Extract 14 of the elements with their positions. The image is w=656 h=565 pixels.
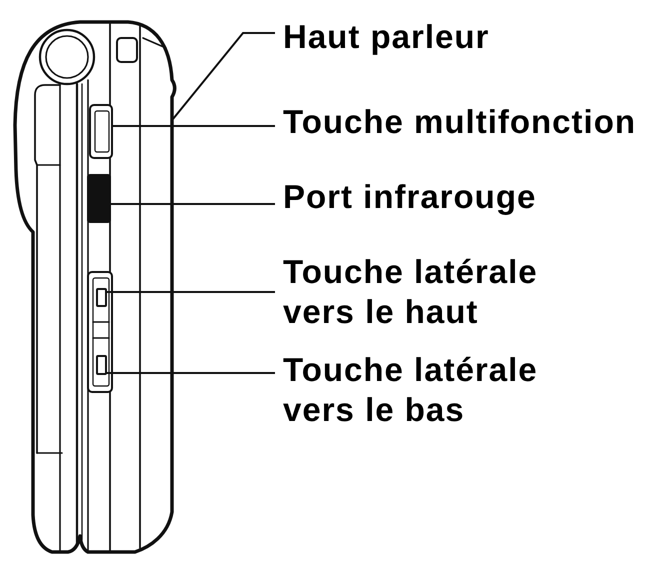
callout-label: Touche latérale vers le haut — [275, 252, 575, 332]
leader-line — [106, 291, 275, 293]
rocker-key-mark — [96, 288, 107, 307]
leader-line — [172, 32, 275, 120]
side-key — [89, 104, 113, 159]
callout-label: Port infrarouge — [275, 177, 536, 217]
leader-line — [110, 203, 275, 205]
callout-label: Touche multifonction — [275, 102, 636, 142]
sensor-window — [87, 174, 111, 223]
callout-label: Touche latérale vers le bas — [275, 350, 575, 430]
rocker-key-mark — [96, 355, 107, 375]
leader-line — [106, 372, 275, 374]
callout-label: Haut parleur — [275, 17, 490, 57]
leader-line — [112, 125, 275, 127]
